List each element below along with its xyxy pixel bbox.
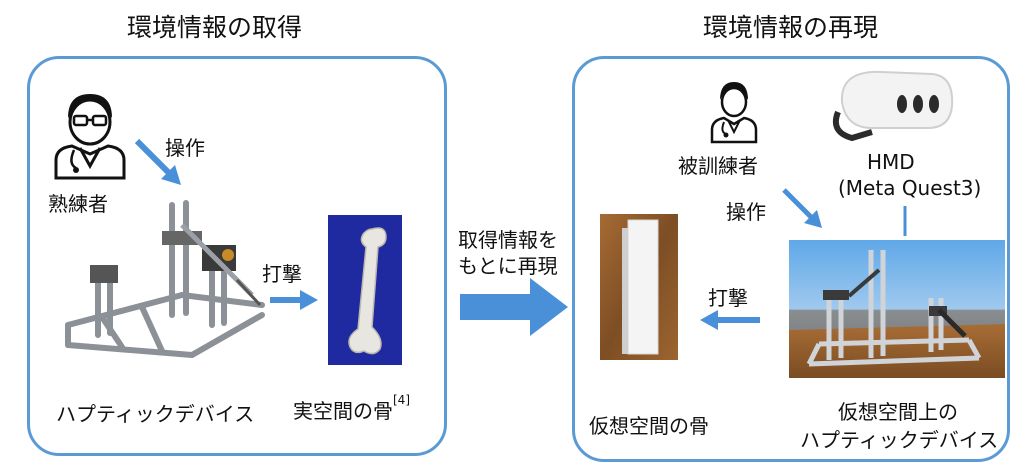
operate-label-left: 操作 bbox=[165, 136, 205, 160]
virtual-haptic-device-image bbox=[789, 240, 1005, 378]
strike-label-right: 打撃 bbox=[708, 286, 748, 310]
haptic-device-image bbox=[65, 200, 265, 358]
citation-label: [4] bbox=[393, 393, 410, 407]
strike-arrow-left bbox=[270, 290, 318, 310]
right-section-title: 環境情報の再現 bbox=[703, 13, 879, 42]
real-bone-image bbox=[328, 215, 402, 365]
virtual-bone-image bbox=[600, 214, 678, 360]
virtual-device-label-line1: 仮想空間上の bbox=[838, 400, 958, 424]
virtual-bone-label: 仮想空間の骨 bbox=[589, 414, 709, 438]
trainee-label: 被訓練者 bbox=[678, 154, 758, 178]
hmd-connector-line bbox=[903, 206, 907, 236]
hmd-headset-image bbox=[832, 70, 954, 142]
expert-label: 熟練者 bbox=[48, 192, 108, 216]
hmd-label-line2: (Meta Quest3) bbox=[838, 176, 982, 200]
operate-arrow bbox=[134, 138, 181, 185]
middle-caption-line1: 取得情報を bbox=[458, 228, 558, 252]
real-bone-label: 実空間の骨[4] bbox=[293, 393, 410, 424]
real-bone-label-text: 実空間の骨 bbox=[293, 399, 393, 423]
hmd-label-line1: HMD bbox=[867, 150, 915, 174]
middle-caption-line2: もとに再現 bbox=[458, 254, 558, 278]
device-label-left: ハプティックデバイス bbox=[56, 402, 255, 426]
operate-arrow-right bbox=[782, 188, 822, 228]
reproduce-arrow bbox=[460, 278, 568, 336]
expert-doctor-icon bbox=[54, 94, 126, 180]
trainee-doctor-icon bbox=[710, 82, 758, 144]
virtual-device-label-line2: ハプティックデバイス bbox=[800, 428, 999, 452]
left-section-title: 環境情報の取得 bbox=[127, 13, 303, 42]
strike-label-left: 打撃 bbox=[262, 262, 302, 286]
strike-arrow-right bbox=[700, 310, 760, 330]
operate-label-right: 操作 bbox=[726, 200, 766, 224]
